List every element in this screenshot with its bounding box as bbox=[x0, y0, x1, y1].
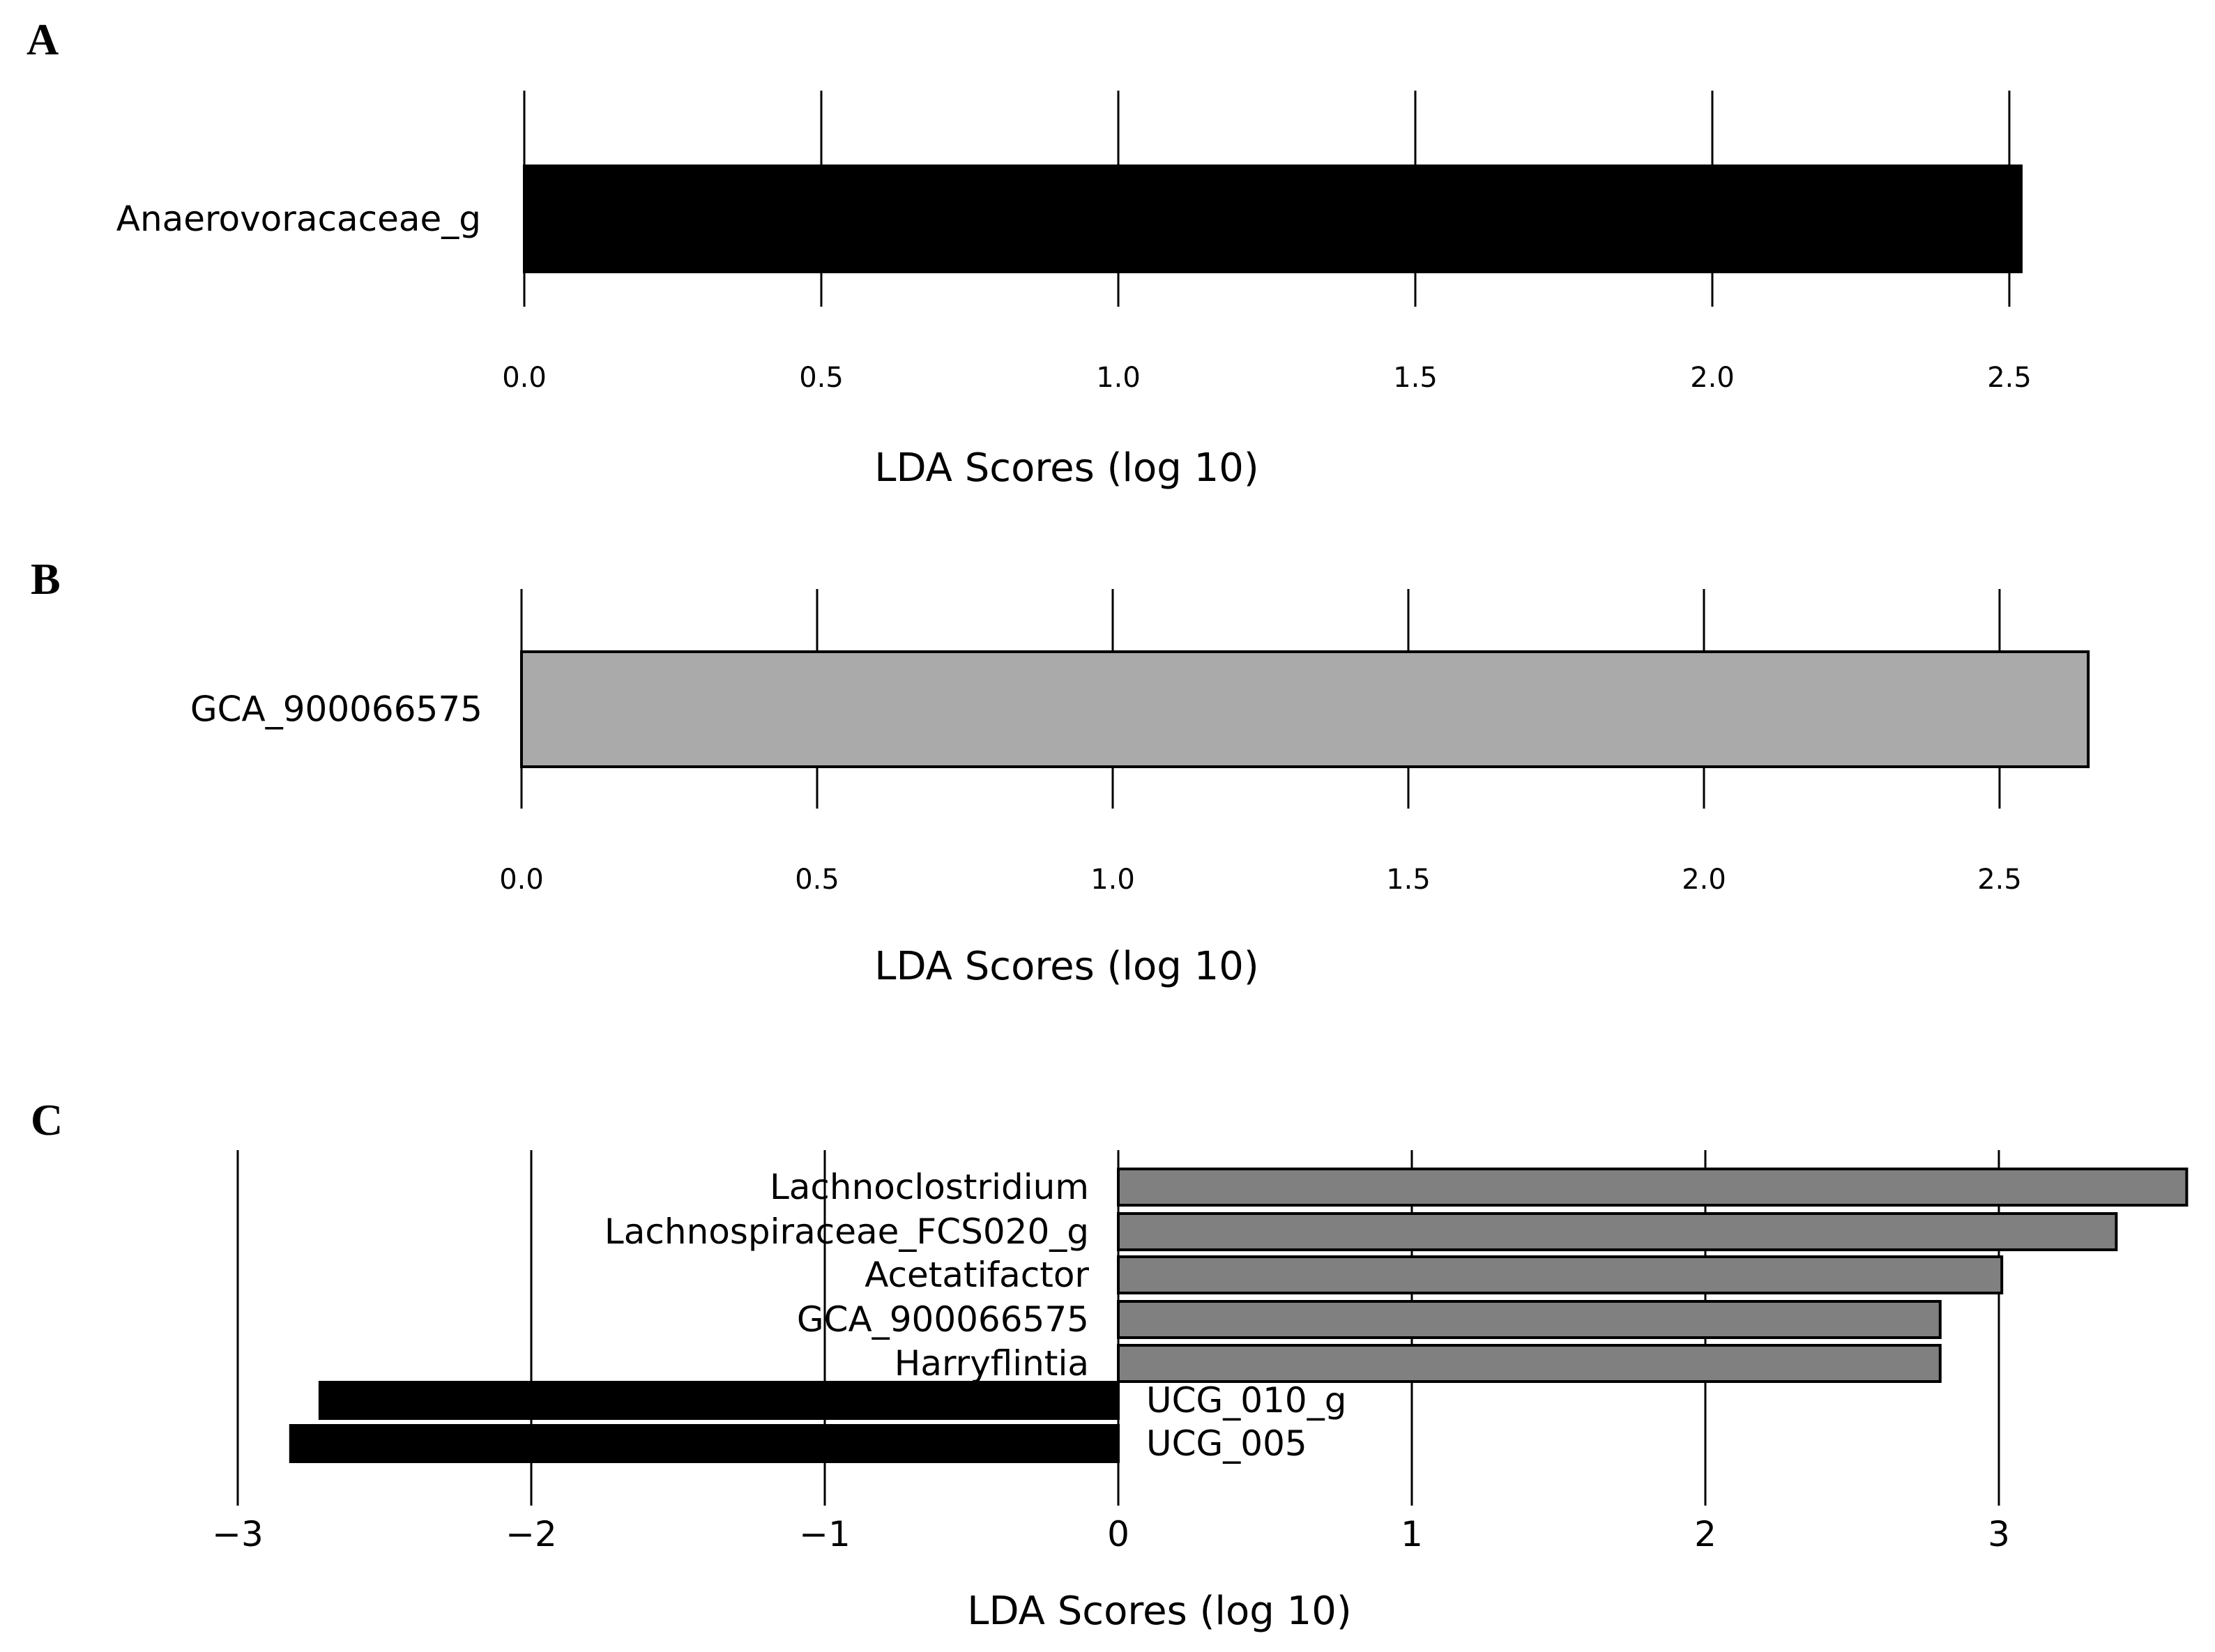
panel-c-bar bbox=[1117, 1212, 2118, 1251]
panel-b-x-tick-label: 0.0 bbox=[499, 864, 544, 896]
panel-b-letter: B bbox=[31, 554, 61, 604]
panel-a-category-label: Anaerovoracaceae_g bbox=[116, 199, 481, 239]
panel-c-category-label: Lachnospiraceae_FCS020_g bbox=[604, 1211, 1089, 1252]
panel-c-x-tick-label: −2 bbox=[505, 1514, 557, 1554]
panel-c-category-label: UCG_010_g bbox=[1146, 1380, 1346, 1421]
panel-b-x-tick-label: 2.5 bbox=[1977, 864, 2022, 896]
panel-a-x-tick-label: 1.5 bbox=[1393, 362, 1438, 394]
panel-c-bar bbox=[1117, 1344, 1942, 1383]
panel-c-category-label: Harryflintia bbox=[895, 1343, 1089, 1384]
panel-c-category-label: UCG_005 bbox=[1146, 1423, 1307, 1464]
panel-a-letter: A bbox=[26, 15, 59, 64]
panel-a-x-tick-label: 0.0 bbox=[502, 362, 547, 394]
panel-c-x-axis-title: LDA Scores (log 10) bbox=[967, 1589, 1351, 1634]
panel-c-x-tick-label: 0 bbox=[1107, 1514, 1129, 1554]
panel-c-x-tick-label: 3 bbox=[1988, 1514, 2010, 1554]
panel-c-chart: C LachnoclostridiumLachnospiraceae_FCS02… bbox=[31, 1095, 2189, 1634]
panel-c-x-tick-label: −3 bbox=[212, 1514, 264, 1554]
panel-c-category-label: Lachnoclostridium bbox=[770, 1167, 1089, 1207]
panel-a-x-tick-label: 2.0 bbox=[1690, 362, 1735, 394]
panel-c-bar bbox=[289, 1424, 1120, 1463]
panel-b-bar bbox=[520, 650, 2090, 768]
panel-c-x-tick-label: −1 bbox=[799, 1514, 851, 1554]
panel-c-category-label: GCA_900066575 bbox=[797, 1299, 1089, 1340]
panel-c-bar bbox=[1117, 1300, 1942, 1339]
panel-c-bar bbox=[1117, 1255, 2004, 1294]
panel-b-x-axis-title: LDA Scores (log 10) bbox=[874, 944, 1258, 989]
panel-c-bar bbox=[318, 1381, 1120, 1420]
panel-a-bar bbox=[523, 165, 2023, 273]
panel-a-x-tick-label: 1.0 bbox=[1096, 362, 1141, 394]
panel-c-category-label: Acetatifactor bbox=[865, 1255, 1089, 1295]
panel-b-x-tick-label: 0.5 bbox=[795, 864, 839, 896]
panel-a-x-axis-title: LDA Scores (log 10) bbox=[874, 445, 1258, 491]
panel-b-category-label: GCA_900066575 bbox=[190, 689, 482, 730]
panel-c-bar bbox=[1117, 1168, 2189, 1207]
panel-c-letter: C bbox=[31, 1095, 63, 1145]
panel-a-x-tick-label: 0.5 bbox=[799, 362, 844, 394]
panel-b-chart: B GCA_900066575 0.0 0.5 1.0 1.5 2.0 2.5 LDA S… bbox=[31, 554, 2090, 989]
panel-c-x-tick-label: 2 bbox=[1694, 1514, 1717, 1554]
panel-b-x-tick-label: 1.5 bbox=[1386, 864, 1431, 896]
panel-c-x-tick-label: 1 bbox=[1401, 1514, 1423, 1554]
panel-a-x-tick-label: 2.5 bbox=[1987, 362, 2032, 394]
panel-b-x-tick-label: 2.0 bbox=[1682, 864, 1726, 896]
panel-b-x-tick-label: 1.0 bbox=[1090, 864, 1135, 896]
